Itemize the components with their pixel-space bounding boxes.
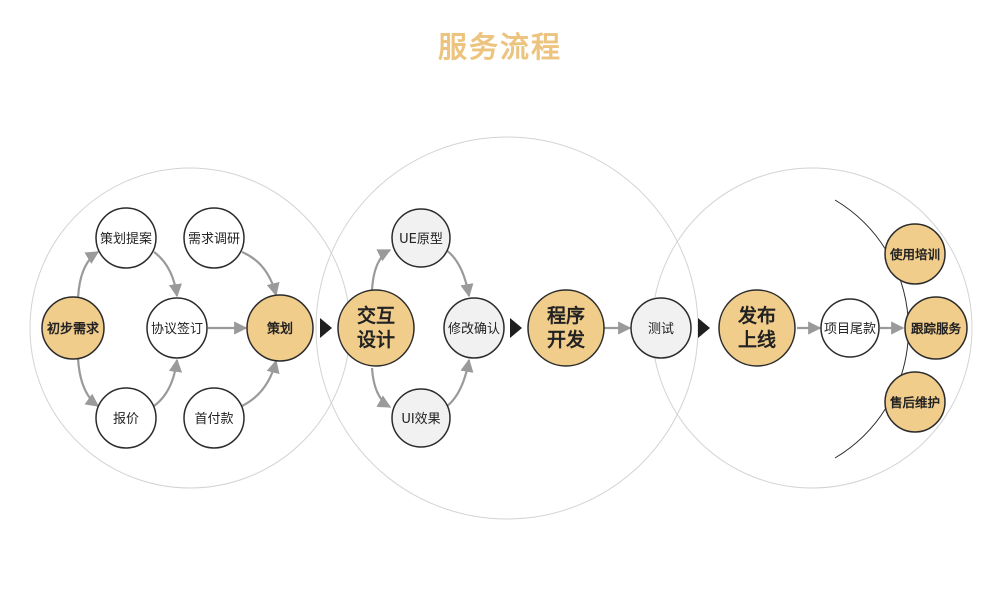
arrow-jiaohu-to-ui [370,367,392,408]
node-chengxu-kaifa: 程序 开发 [527,289,605,367]
node-label-line1: 交互 [357,304,395,327]
node-baojia: 报价 [95,387,157,449]
arrow-ue-to-xiugai [445,249,474,298]
node-label: 跟踪服务 [911,321,962,336]
node-xieyi-qianding: 协议签订 [146,297,208,359]
arrow-shoufukuan-to-cehua [241,359,280,407]
node-shouhou-weihu: 售后维护 [884,371,946,433]
node-label: 策划 [267,321,293,337]
arrow-ui-to-xiugai [445,358,474,408]
node-label: 策划提案 [100,231,152,247]
node-ceshi: 测试 [630,297,692,359]
node-label-line2: 设计 [357,329,395,351]
node-label-line1: 发布 [737,304,776,327]
page-title: 服务流程 [437,30,562,64]
node-label-line1: 程序 [547,304,585,327]
node-label: 报价 [113,412,139,427]
arrow-chubu-to-cehuatian [76,251,100,299]
node-label-line2: 上线 [738,328,776,351]
stage-arrow-3 [698,318,710,338]
node-xiugai-queren: 修改确认 [443,297,505,359]
arrow-baojia-to-xieyi [153,358,183,407]
node-shiyong-peixun: 使用培训 [884,223,946,285]
node-label: 使用培训 [889,247,940,262]
arrow-cehuatian-to-xieyi [153,251,182,298]
arrow-xuqiudiaoyan-to-cehua [241,250,280,297]
node-label: UE原型 [399,232,443,247]
node-label: UI效果 [401,412,440,427]
node-label: 初步需求 [47,321,100,337]
node-chubu-xuqiu: 初步需求 [41,296,105,360]
node-label: 测试 [648,322,674,337]
node-label: 首付款 [194,412,233,427]
stage-arrow-1 [320,318,332,338]
arrow-chubu-to-baojia [76,357,100,407]
node-cehua: 策划 [246,294,314,362]
node-xuqiu-diaoyan: 需求调研 [183,207,245,269]
arrow-jiaohu-to-ue [370,249,392,291]
stage-arrow-2 [510,318,522,338]
node-label: 需求调研 [188,232,240,247]
node-ue-yuanxing: UE原型 [391,208,451,268]
node-shoufukuan: 首付款 [183,387,245,449]
node-cehua-tian: 策划提案 [95,207,157,269]
node-ui-xiaoguo: UI效果 [391,388,451,448]
node-xiangmu-weikuan: 项目尾款 [820,298,880,358]
node-label: 售后维护 [890,395,940,410]
node-label: 项目尾款 [824,322,876,337]
node-label-line2: 开发 [547,328,586,351]
node-jiaohu-sheji: 交互 设计 [337,289,415,367]
node-genzong-fuwu: 跟踪服务 [904,296,968,360]
node-label: 修改确认 [448,322,500,337]
node-label: 协议签订 [151,321,203,337]
node-fabu-shangxian: 发布 上线 [718,289,796,367]
